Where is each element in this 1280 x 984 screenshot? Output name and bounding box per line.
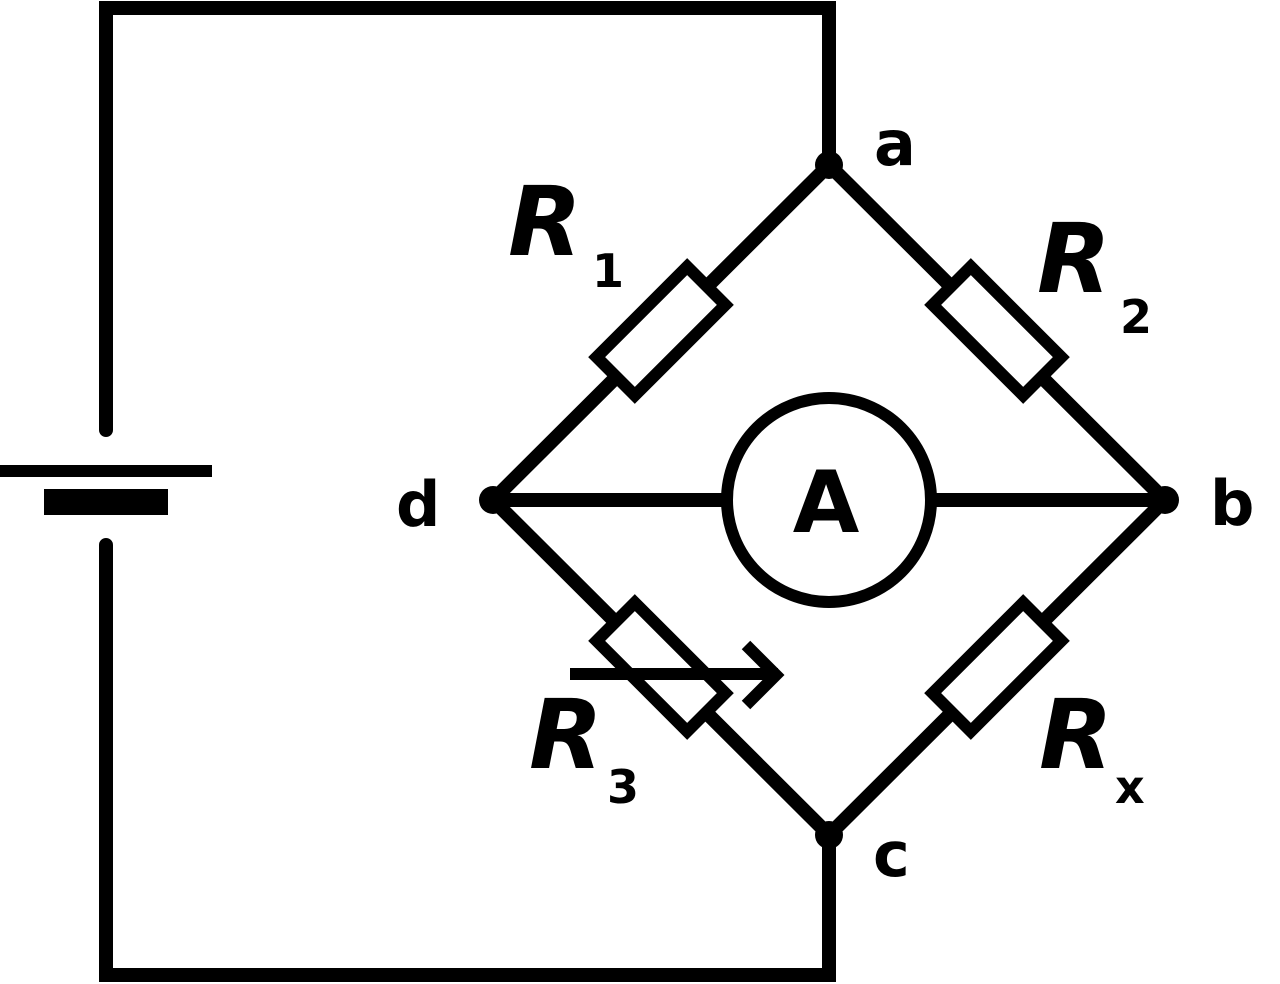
- ammeter-circle: [721, 392, 937, 608]
- resistor-r1: [588, 258, 734, 404]
- resistor-label-r2: R: [1037, 203, 1111, 315]
- resistor-label-rx: R: [1039, 679, 1113, 791]
- resistor-label-r3: R: [529, 679, 603, 791]
- junction-dots: [479, 151, 1179, 849]
- variable-arrow-icon: [570, 640, 785, 710]
- node-dot-a: [815, 151, 843, 179]
- node-dot-c: [815, 821, 843, 849]
- resistor-sub-r1: 1: [592, 244, 624, 298]
- ammeter: A: [721, 392, 937, 608]
- node-label-d: d: [396, 468, 440, 541]
- resistor-label-r1: R: [508, 166, 582, 278]
- outer-circuit: [99, 1, 836, 982]
- resistor-r2: [924, 258, 1070, 404]
- wire-bottom: [99, 538, 836, 982]
- wire-top: [99, 1, 836, 437]
- resistor-sub-r2: 2: [1120, 290, 1152, 344]
- battery-short-plate: [44, 489, 168, 515]
- node-dot-d: [479, 486, 507, 514]
- node-label-b: b: [1210, 467, 1254, 540]
- resistor-rx: [924, 594, 1070, 740]
- ammeter-label: A: [793, 453, 860, 553]
- resistor-sub-rx: x: [1115, 760, 1145, 814]
- battery-symbol: [0, 465, 212, 515]
- node-label-a: a: [874, 107, 916, 180]
- node-label-c: c: [873, 818, 910, 891]
- resistor-r3: [588, 594, 734, 740]
- variable-arrow-head: [741, 640, 785, 710]
- node-dot-b: [1151, 486, 1179, 514]
- resistor-sub-r3: 3: [607, 760, 639, 814]
